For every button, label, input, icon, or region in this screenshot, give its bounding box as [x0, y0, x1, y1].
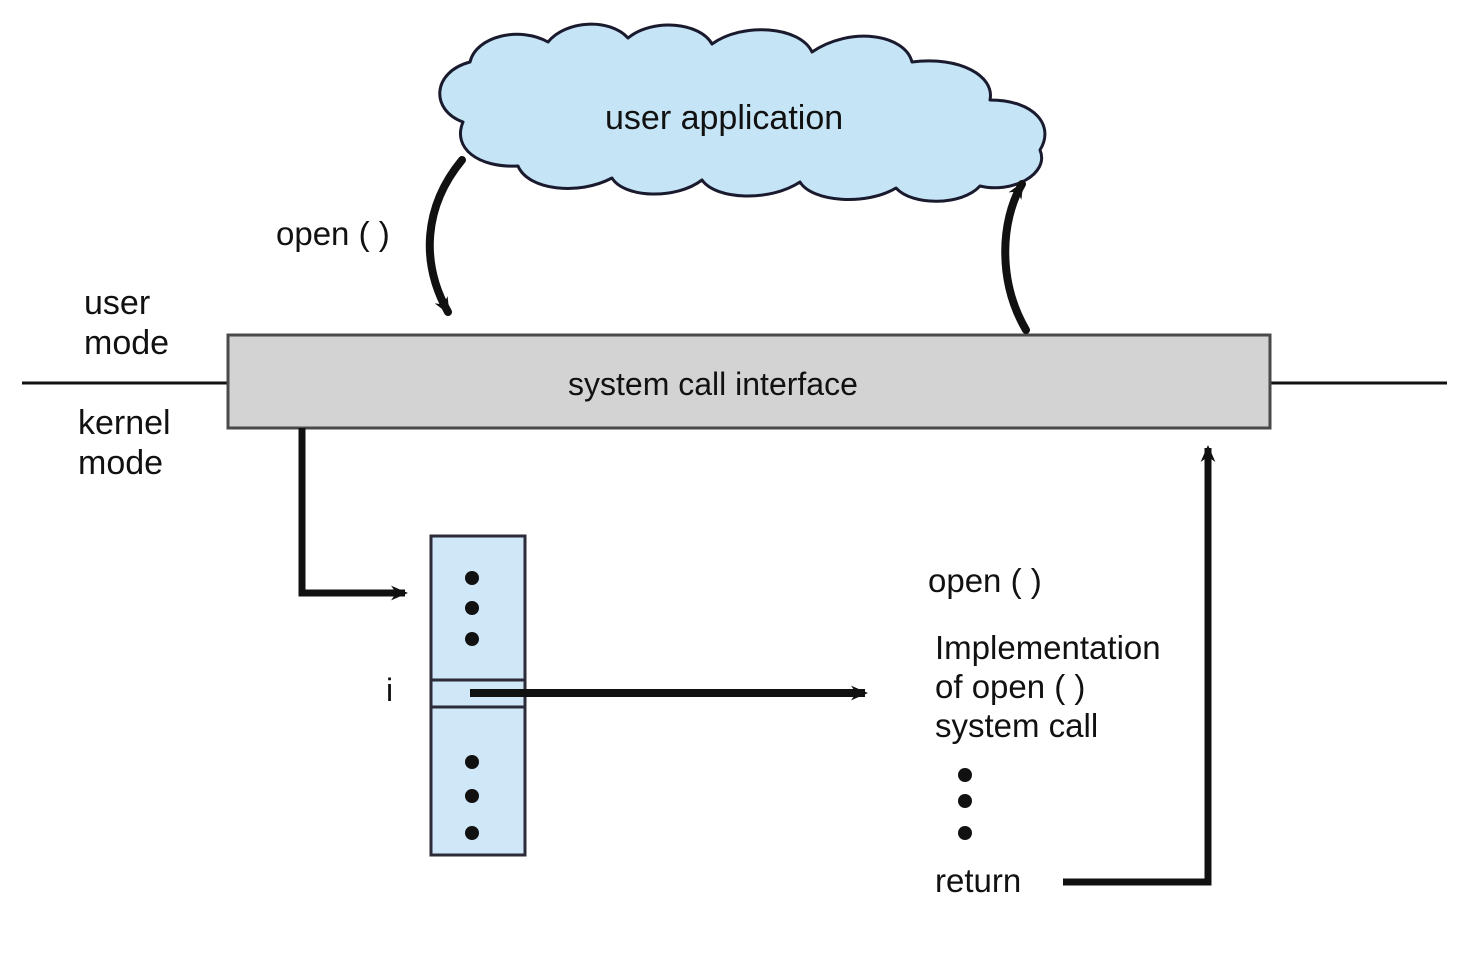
impl-dot-1 [958, 768, 972, 782]
table-dot-below-1 [465, 755, 479, 769]
cloud-label: user application [605, 99, 844, 137]
return-path-arrow [1063, 445, 1216, 886]
call-arrow-down [425, 156, 466, 316]
system-call-interface-label: system call interface [568, 366, 858, 402]
table-dot-above-2 [465, 601, 479, 615]
user-mode-label: user mode [84, 284, 170, 363]
return-label: return [935, 862, 1022, 899]
table-index-label: i [386, 672, 394, 708]
implementation-header-label: open ( ) [928, 562, 1042, 599]
implementation-body-label: Implementation of open ( ) system call [935, 629, 1161, 744]
impl-dot-3 [958, 826, 972, 840]
table-dot-above-3 [465, 632, 479, 646]
open-call-arrow-label: open ( ) [276, 215, 390, 252]
return-arrow-up [1001, 180, 1030, 334]
system-call-interface-bar [226, 333, 1272, 430]
cloud-shape [438, 22, 1047, 203]
dispatch-arrow [298, 428, 408, 601]
table-dot-below-3 [465, 826, 479, 840]
table-dot-above-1 [465, 571, 479, 585]
table-dot-below-2 [465, 789, 479, 803]
impl-dot-2 [958, 794, 972, 808]
kernel-mode-label: kernel mode [78, 404, 171, 483]
